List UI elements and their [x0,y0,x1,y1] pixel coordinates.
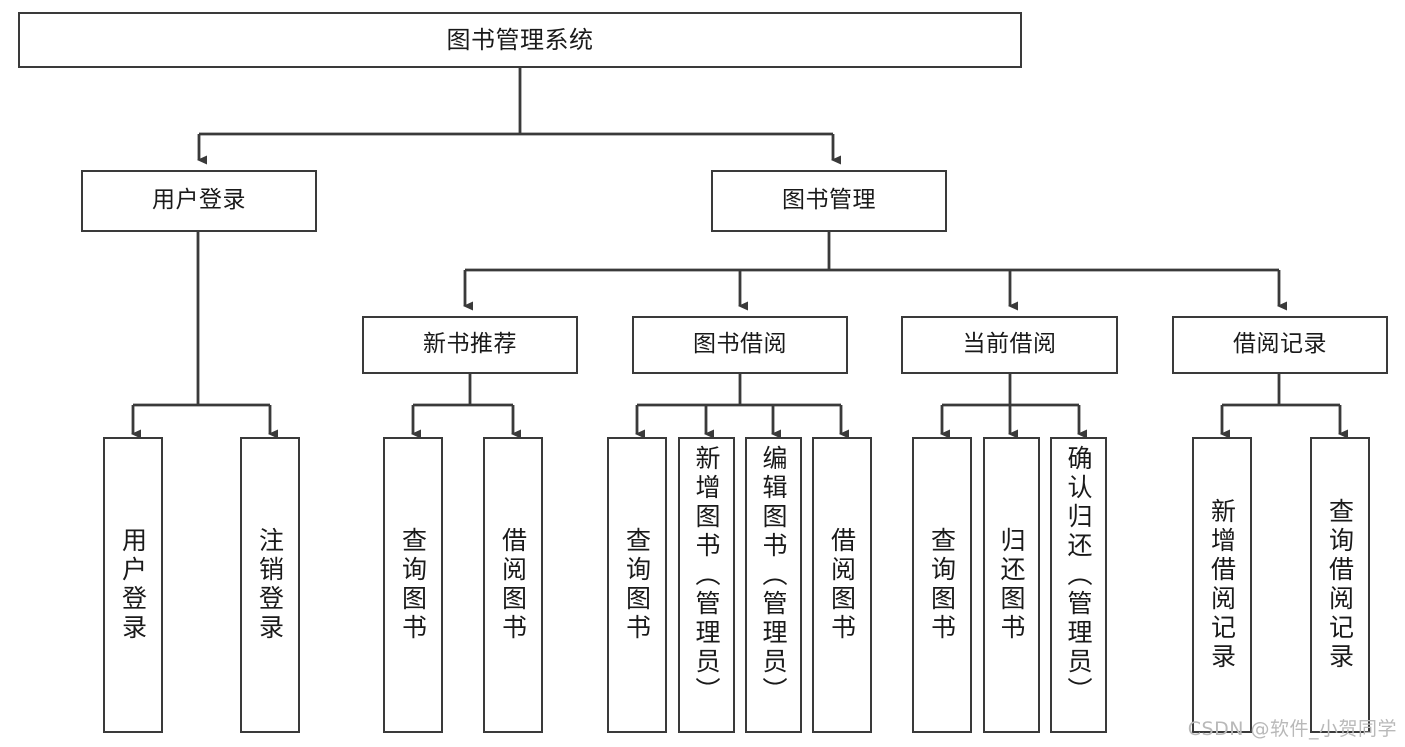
leaf-recommend-query-book-label: 查询图书 [398,527,428,643]
leaf-record-query[interactable]: 查询借阅记录 [1310,437,1370,733]
node-book-borrow[interactable]: 图书借阅 [632,316,848,374]
leaf-recommend-borrow-book-label: 借阅图书 [498,527,528,643]
leaf-user-logout-label: 注销登录 [255,527,285,643]
node-borrow-record[interactable]: 借阅记录 [1172,316,1388,374]
leaf-current-return-book[interactable]: 归还图书 [983,437,1040,733]
leaf-borrow-edit-book-admin-label: 编辑图书（管理员） [759,445,788,706]
leaf-current-confirm-return-admin[interactable]: 确认归还（管理员） [1050,437,1107,733]
leaf-user-login-label: 用户登录 [118,527,148,643]
leaf-record-query-label: 查询借阅记录 [1325,498,1355,672]
leaf-user-logout[interactable]: 注销登录 [240,437,300,733]
leaf-borrow-add-book-admin[interactable]: 新增图书（管理员） [678,437,735,733]
node-root[interactable]: 图书管理系统 [18,12,1022,68]
node-book-manage-label: 图书管理 [782,187,876,214]
leaf-current-confirm-return-admin-label: 确认归还（管理员） [1064,445,1093,706]
leaf-borrow-add-book-admin-label: 新增图书（管理员） [692,445,721,706]
leaf-user-login[interactable]: 用户登录 [103,437,163,733]
leaf-borrow-query-book-label: 查询图书 [622,527,652,643]
leaf-current-query-book[interactable]: 查询图书 [912,437,972,733]
node-current-borrow[interactable]: 当前借阅 [901,316,1118,374]
leaf-borrow-query-book[interactable]: 查询图书 [607,437,667,733]
node-borrow-record-label: 借阅记录 [1233,331,1327,358]
leaf-current-return-book-label: 归还图书 [997,527,1026,643]
node-book-borrow-label: 图书借阅 [693,331,787,358]
node-new-book-recommend-label: 新书推荐 [423,331,517,358]
node-user-login[interactable]: 用户登录 [81,170,317,232]
leaf-recommend-borrow-book[interactable]: 借阅图书 [483,437,543,733]
leaf-record-add-label: 新增借阅记录 [1207,498,1237,672]
leaf-current-query-book-label: 查询图书 [927,527,957,643]
leaf-borrow-borrow-book[interactable]: 借阅图书 [812,437,872,733]
node-current-borrow-label: 当前借阅 [962,331,1057,358]
leaf-borrow-borrow-book-label: 借阅图书 [827,527,857,643]
node-root-label: 图书管理系统 [446,25,594,54]
node-book-manage[interactable]: 图书管理 [711,170,947,232]
node-user-login-label: 用户登录 [152,187,246,214]
watermark: CSDN @软件_小贺同学 [1187,718,1397,740]
leaf-record-add[interactable]: 新增借阅记录 [1192,437,1252,733]
leaf-recommend-query-book[interactable]: 查询图书 [383,437,443,733]
leaf-borrow-edit-book-admin[interactable]: 编辑图书（管理员） [745,437,802,733]
node-new-book-recommend[interactable]: 新书推荐 [362,316,578,374]
